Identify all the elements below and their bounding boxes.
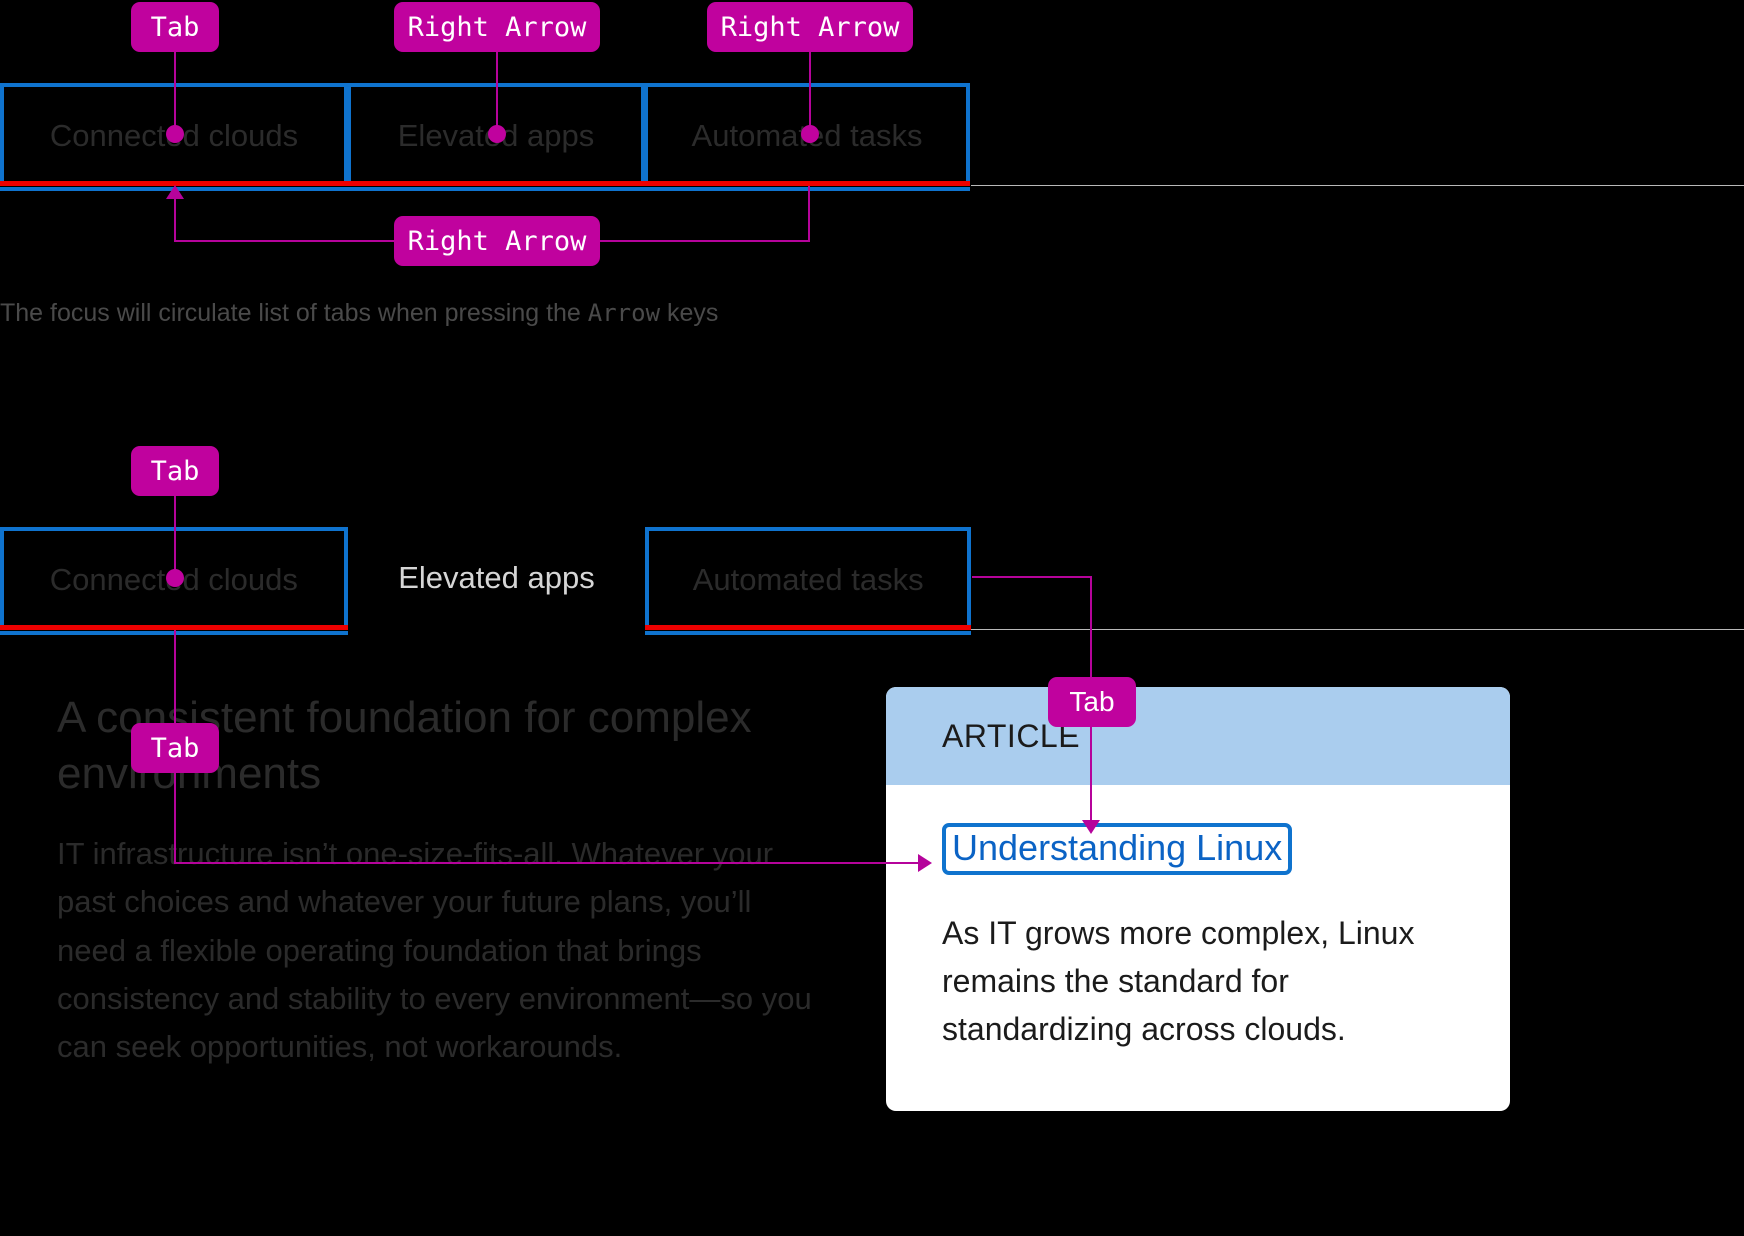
tab-automated-tasks-bottom[interactable]: Automated tasks [645, 527, 971, 635]
panel-body: IT infrastructure isn’t one-size-fits-al… [57, 836, 812, 1065]
connector-tab-4-down-2 [1090, 727, 1092, 823]
tabstrip-baseline-bottom [971, 629, 1744, 630]
arrow-right-icon [918, 854, 932, 872]
article-card-body: Understanding Linux As IT grows more com… [886, 785, 1510, 1093]
connector-tab-2 [174, 496, 176, 578]
arrow-down-icon [1082, 820, 1100, 834]
tab-active-underline [644, 181, 970, 186]
tab-automated-tasks-top[interactable]: Automated tasks [644, 83, 970, 191]
tabstrip-top: Connected clouds Elevated apps Automated… [0, 83, 971, 191]
anchor-dot-4 [166, 569, 184, 587]
key-chip-label: Right Arrow [407, 11, 587, 43]
connector-right-arrow-1 [496, 52, 498, 134]
connector-wrap-down [808, 186, 810, 241]
caption-code: Arrow [587, 299, 661, 327]
tab-label: Automated tasks [692, 562, 924, 597]
article-card-text: As IT grows more complex, Linux remains … [942, 914, 1415, 1047]
tab-active-underline [0, 181, 348, 186]
article-card-header: ARTICLE [886, 687, 1510, 785]
tab-active-underline [645, 625, 971, 630]
tab-elevated-apps-bottom[interactable]: Elevated apps [347, 527, 646, 629]
connector-tab-1 [174, 52, 176, 134]
key-chip-tab-1: Tab [131, 2, 219, 52]
key-chip-right-arrow-2: Right Arrow [707, 2, 913, 52]
tabstrip-baseline-top [971, 185, 1744, 186]
key-chip-tab-2: Tab [131, 446, 219, 496]
connector-tab-4-down [1090, 576, 1092, 682]
anchor-dot-1 [166, 125, 184, 143]
caption-arrow-keys: The focus will circulate list of tabs wh… [0, 299, 718, 328]
arrow-up-icon [166, 185, 184, 199]
connector-wrap-left [174, 240, 395, 242]
anchor-dot-3 [801, 125, 819, 143]
key-chip-label: Tab [150, 732, 200, 764]
article-card[interactable]: ARTICLE Understanding Linux As IT grows … [886, 687, 1510, 1111]
connector-wrap-up [174, 199, 176, 241]
connector-right-arrow-2 [809, 52, 811, 134]
key-chip-label: Tab [1069, 686, 1115, 717]
tab-label: Elevated apps [398, 560, 595, 595]
key-chip-right-arrow-1: Right Arrow [394, 2, 600, 52]
key-chip-label: Right Arrow [720, 11, 900, 43]
key-chip-label: Right Arrow [407, 225, 587, 257]
tab-active-underline [347, 181, 645, 186]
key-chip-tab-3: Tab [131, 723, 219, 773]
caption-text-after: keys [660, 299, 719, 327]
caption-text-before: The focus will circulate list of tabs wh… [0, 299, 588, 327]
tab-active-underline [0, 625, 348, 630]
connector-wrap-right [600, 240, 810, 242]
key-chip-right-arrow-wrap: Right Arrow [394, 216, 600, 266]
connector-tab-3-horizontal [174, 862, 920, 864]
article-title-link[interactable]: Understanding Linux [942, 823, 1293, 875]
connector-tab-4-from-tab [972, 576, 1091, 578]
key-chip-label: Tab [150, 11, 200, 43]
panel-headline: A consistent foundation for complex envi… [57, 693, 752, 799]
key-chip-label: Tab [150, 455, 200, 487]
key-chip-tab-4: Tab [1048, 677, 1136, 727]
tabstrip-bottom: Connected clouds Elevated apps Automated… [0, 527, 971, 635]
anchor-dot-2 [488, 125, 506, 143]
